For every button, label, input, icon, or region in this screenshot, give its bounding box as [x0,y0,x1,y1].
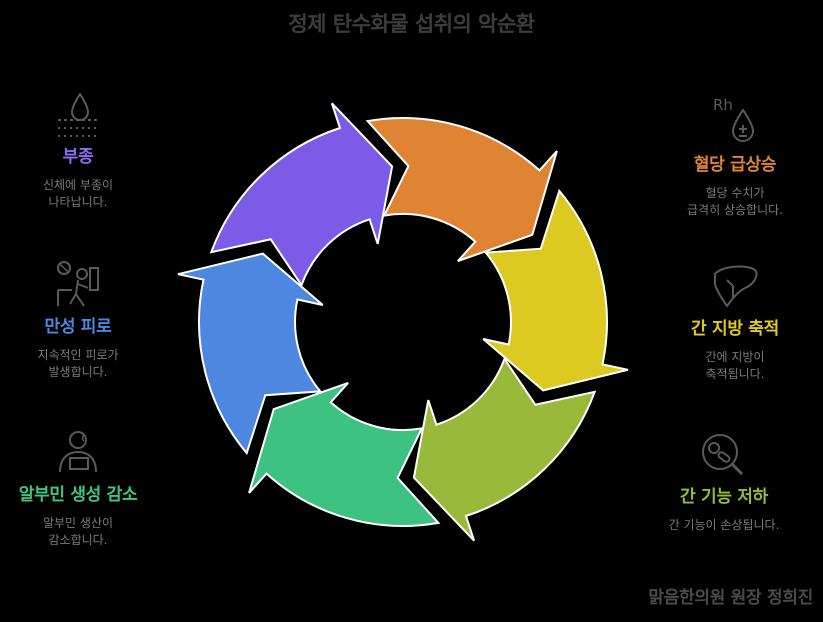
step-description: 알부민 생산이 감소합니다. [42,516,114,547]
step-description: 혈당 수치가 급격히 상승합니다. [687,186,783,217]
step-description: 지속적인 피로가 발생합니다. [37,348,119,379]
step-chronic-fatigue: 만성 피로 지속적인 피로가 발생합니다. [2,260,154,381]
step-label: 간 지방 축적 [691,319,779,339]
step-description: 신체에 부종이 나타납니다. [42,178,114,209]
step-liver-dysfunction: 간 기능 저하 간 기능이 손상됩니다. [628,430,820,534]
step-albumin-decrease: 알부민 생성 감소 알부민 생산이 감소합니다. [0,428,156,549]
step-label: 알부민 생성 감소 [18,485,138,505]
blood-drop-rh-icon: Rh [713,96,755,142]
person-laptop-icon [59,431,97,473]
diagram-title: 정제 탄수화물 섭취의 악순환 [288,12,535,36]
pills-magnifier-icon [702,434,744,476]
step-label: 만성 피로 [44,317,112,337]
arrow-liver-dysfunction [412,356,597,542]
step-blood-sugar-spike: Rh 혈당 급상승 혈당 수치가 급격히 상승합니다. [640,96,823,219]
step-label: 혈당 급상승 [693,155,777,175]
arrow-albumin [248,381,441,527]
author-credit: 맑음한의원 원장 정희진 [648,588,813,608]
step-fatty-liver: 간 지방 축적 간에 지방이 축적됩니다. [640,262,823,383]
tired-person-icon [57,261,99,307]
step-edema: 부종 신체에 부종이 나타납니다. [2,90,154,211]
step-label: 부종 [62,147,94,167]
step-label: 간 기능 저하 [680,487,768,507]
arrow-fatty-liver [482,188,629,392]
arrow-blood-sugar [365,117,558,263]
arrow-fatigue [177,252,324,456]
step-description: 간에 지방이 축적됩니다. [705,350,765,381]
svg-text:Rh: Rh [713,96,733,114]
step-description: 간 기능이 손상됩니다. [668,518,780,532]
swelling-drop-icon [58,92,98,137]
arrow-edema [209,102,394,288]
liver-icon [714,265,758,308]
